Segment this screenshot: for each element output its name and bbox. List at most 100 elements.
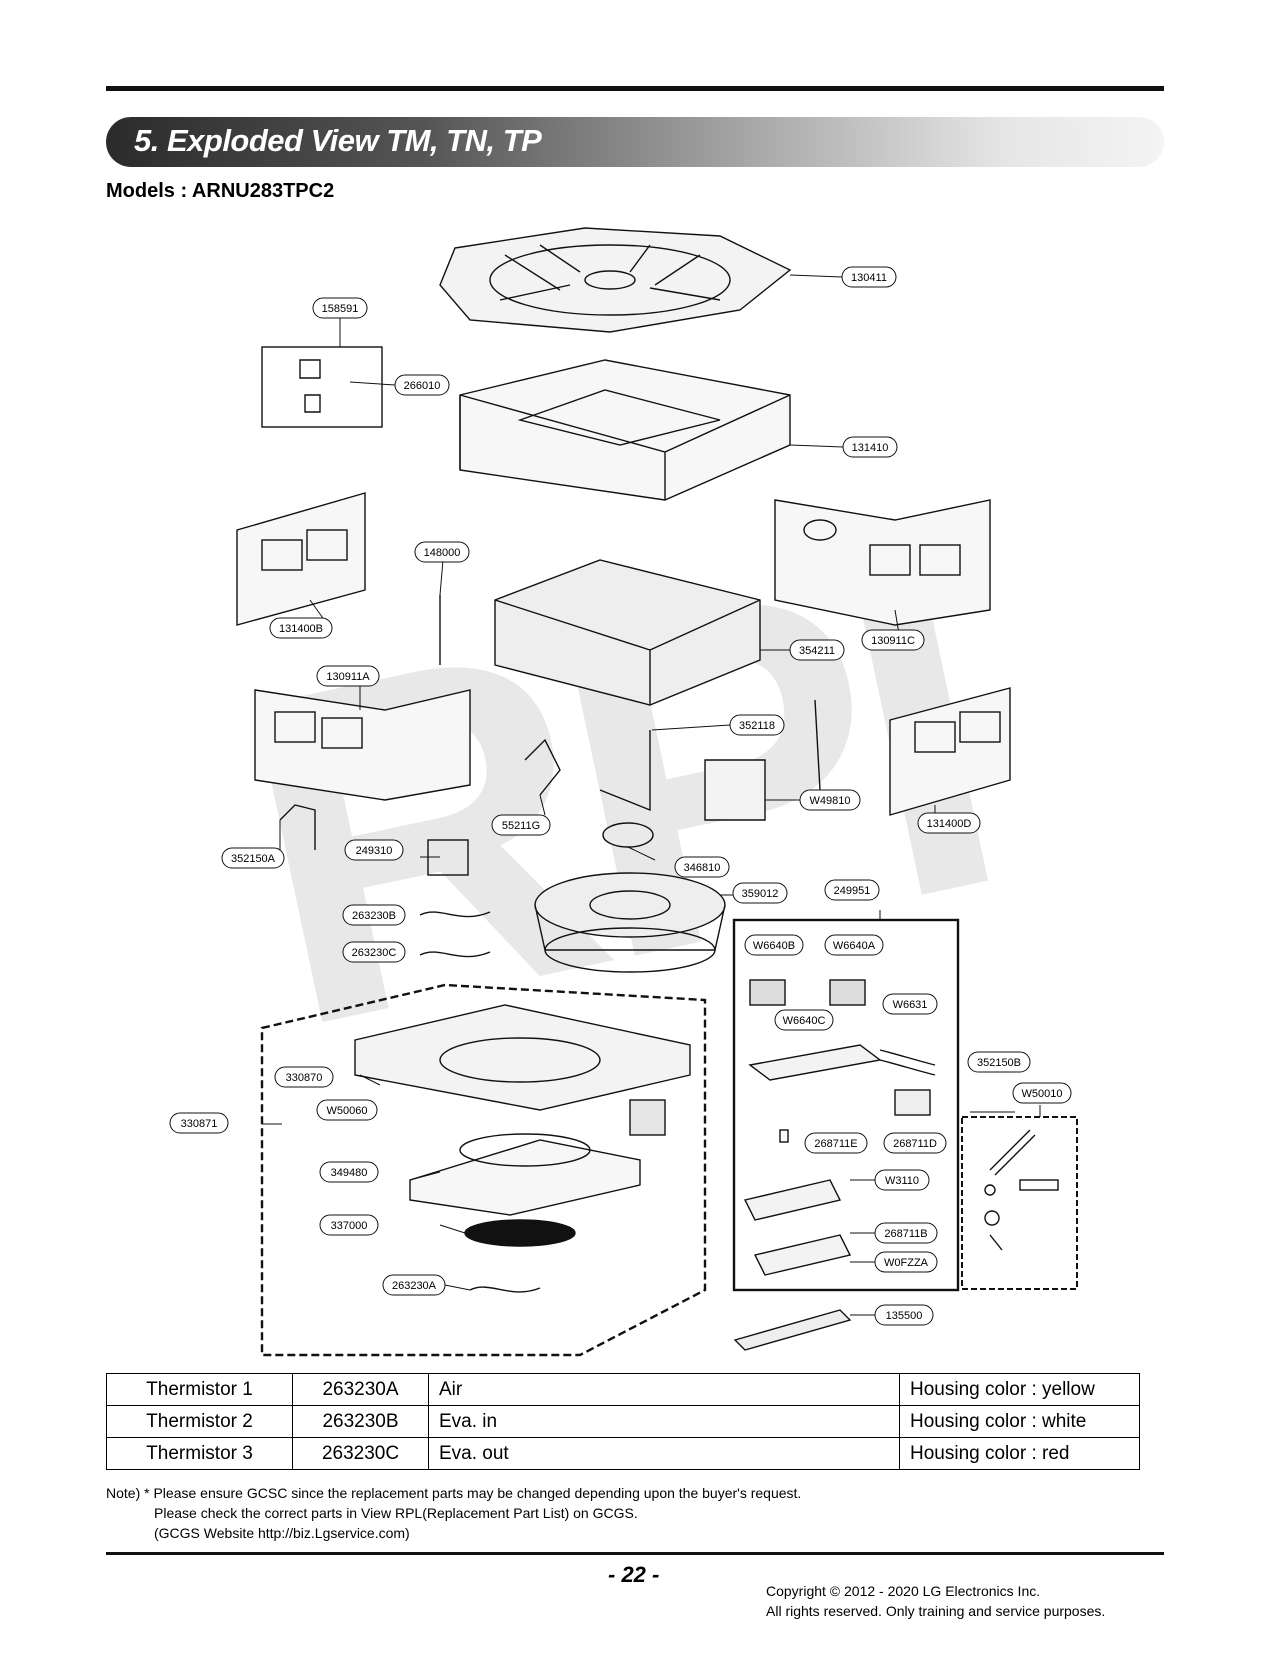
copyright-line-2: All rights reserved. Only training and s… xyxy=(766,1603,1106,1619)
label-text: 263230C xyxy=(352,947,397,959)
part-panel-131400B xyxy=(236,492,366,626)
housing-color: Housing color : white xyxy=(899,1405,1140,1438)
label-W6631: W6631 xyxy=(882,993,938,1015)
label-text: W50060 xyxy=(327,1105,368,1117)
label-text: 131410 xyxy=(852,442,889,454)
label-text: 266010 xyxy=(404,380,441,392)
thermistor-name: Thermistor 3 xyxy=(106,1437,293,1470)
label-text: 346810 xyxy=(684,862,721,874)
label-text: 131400B xyxy=(279,623,323,635)
label-text: 352150A xyxy=(231,853,276,865)
label-131400D: 131400D xyxy=(917,812,981,834)
part-bracket-135500 xyxy=(733,1309,852,1351)
label-55211G: 55211G xyxy=(491,814,551,836)
copyright-line-1: Copyright © 2012 - 2020 LG Electronics I… xyxy=(766,1583,1041,1599)
label-W6640C: W6640C xyxy=(774,1009,834,1031)
label-text: 130911C xyxy=(871,635,915,647)
part-base-349480 xyxy=(409,1139,641,1216)
part-box-W50010 xyxy=(961,1116,1078,1290)
label-text: 263230A xyxy=(392,1280,437,1292)
label-text: 55211G xyxy=(502,820,540,832)
label-text: 354211 xyxy=(799,645,835,657)
part-fan xyxy=(534,872,726,973)
label-text: 352118 xyxy=(739,720,775,732)
top-rule xyxy=(106,86,1164,91)
label-text: 337000 xyxy=(331,1220,368,1232)
label-346810: 346810 xyxy=(674,856,730,878)
label-text: 249310 xyxy=(356,845,393,857)
table-row: Thermistor 1 263230A Air Housing color :… xyxy=(106,1373,1140,1406)
label-text: 131400D xyxy=(927,818,972,830)
label-text: 330870 xyxy=(286,1072,323,1084)
part-pipe-352118 xyxy=(599,730,651,812)
part-motor xyxy=(602,822,654,848)
label-266010: 266010 xyxy=(394,374,450,396)
label-text: 158591 xyxy=(322,303,359,315)
label-W50060: W50060 xyxy=(316,1099,378,1121)
label-130411: 130411 xyxy=(841,266,897,288)
label-352150A: 352150A xyxy=(221,847,285,869)
label-249310: 249310 xyxy=(344,839,404,861)
label-263230B: 263230B xyxy=(342,904,406,926)
part-code: 263230C xyxy=(292,1437,429,1470)
label-148000: 148000 xyxy=(414,541,470,563)
sensor-location: Air xyxy=(428,1373,900,1406)
page-number: - 22 - xyxy=(608,1562,660,1587)
part-box-330871 xyxy=(260,983,707,1357)
label-text: W50010 xyxy=(1022,1088,1063,1100)
thermistor-name: Thermistor 2 xyxy=(106,1405,293,1438)
label-text: 330871 xyxy=(181,1118,218,1130)
part-box-158591 xyxy=(261,346,383,428)
label-text: 268711B xyxy=(884,1228,927,1240)
note-line-2: Please check the correct parts in View R… xyxy=(154,1505,638,1521)
housing-color: Housing color : red xyxy=(899,1437,1140,1470)
part-pipe-352150A xyxy=(279,804,316,850)
label-352118: 352118 xyxy=(729,714,785,736)
footnote: Note) * Please ensure GCSC since the rep… xyxy=(106,1483,801,1543)
label-text: W49810 xyxy=(810,795,851,807)
label-158591: 158591 xyxy=(312,297,368,319)
bottom-rule xyxy=(106,1552,1164,1555)
part-wire-263230A xyxy=(469,1286,541,1293)
label-text: 268711E xyxy=(814,1138,857,1150)
thermistor-table: Thermistor 1 263230A Air Housing color :… xyxy=(106,1373,1140,1470)
copyright: Copyright © 2012 - 2020 LG Electronics I… xyxy=(766,1581,1105,1621)
label-330870: 330870 xyxy=(274,1066,334,1088)
part-valve-55211G xyxy=(524,738,561,796)
label-354211: 354211 xyxy=(789,639,845,661)
part-filter-337000 xyxy=(464,1219,576,1247)
section-title-bar: 5. Exploded View TM, TN, TP xyxy=(106,117,1164,167)
exploded-view-diagram: 130411 158591 266010 131410 148000 13140… xyxy=(169,227,1078,1357)
part-cover-W49810 xyxy=(704,759,766,821)
part-panel-130911C xyxy=(774,499,991,626)
label-text: 249951 xyxy=(834,885,871,897)
label-349480: 349480 xyxy=(319,1161,379,1183)
part-code: 263230B xyxy=(292,1405,429,1438)
label-text: 349480 xyxy=(331,1167,368,1179)
label-352150B: 352150B xyxy=(967,1051,1031,1073)
label-text: W6640C xyxy=(783,1015,826,1027)
label-131400B: 131400B xyxy=(269,617,333,639)
label-W0FZZA: W0FZZA xyxy=(874,1251,938,1273)
label-249951: 249951 xyxy=(824,879,880,901)
part-box-249951 xyxy=(732,918,960,1292)
models-heading: Models : ARNU283TPC2 xyxy=(106,180,335,202)
label-W50010: W50010 xyxy=(1012,1082,1072,1104)
label-130911C: 130911C xyxy=(861,629,925,651)
part-heat-exchanger xyxy=(494,559,761,706)
thermistor-name: Thermistor 1 xyxy=(106,1373,293,1406)
housing-color: Housing color : yellow xyxy=(899,1373,1140,1406)
label-text: 352150B xyxy=(977,1057,1021,1069)
table-row: Thermistor 3 263230C Eva. out Housing co… xyxy=(106,1437,1140,1470)
label-text: 130911A xyxy=(326,671,370,683)
label-130911A: 130911A xyxy=(316,665,380,687)
label-330871: 330871 xyxy=(169,1112,229,1134)
label-263230C: 263230C xyxy=(342,941,406,963)
sensor-location: Eva. out xyxy=(428,1437,900,1470)
part-code: 263230A xyxy=(292,1373,429,1406)
label-263230A: 263230A xyxy=(382,1274,446,1296)
label-W6640A: W6640A xyxy=(824,934,884,956)
label-135500: 135500 xyxy=(874,1304,934,1326)
sensor-location: Eva. in xyxy=(428,1405,900,1438)
part-cabinet xyxy=(459,359,791,501)
